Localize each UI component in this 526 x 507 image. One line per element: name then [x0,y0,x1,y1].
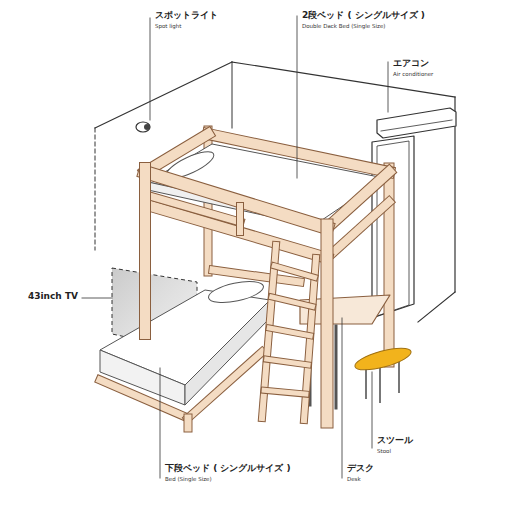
wood-bar-edge [188,352,262,418]
wood-bar-edge [145,134,208,172]
leader-line [82,298,112,299]
wood-bar [145,134,208,172]
wood-bar-edge [327,172,389,228]
wood-bar [274,266,314,278]
wood-bar [267,359,308,365]
wood-bar [272,297,313,307]
leader-line [150,18,151,120]
wood-bar-edge [184,418,193,428]
wood-bar-edge [274,266,314,278]
wood-bar [140,168,150,334]
stool-leg [379,368,381,402]
wall-line [232,62,233,128]
wood-bar-edge [236,206,244,232]
wood-bar-edge [267,359,308,365]
wood-bar [269,328,310,336]
air-conditioner-vent [381,120,452,131]
spotlight-lens [144,124,150,130]
wood-bar-edge [327,202,389,258]
wood-bar-edge [150,196,240,222]
wood-bar [100,380,188,418]
wood-bar [188,352,262,418]
part-name-en: Stool [377,448,391,454]
leader-line [160,368,161,478]
part-name-en: Spot light [155,23,181,29]
leader-line [372,372,373,448]
part-name-en: Bed (Single Size) [165,476,212,482]
wall-line [95,62,232,128]
wood-bar [327,172,389,228]
stool-leg [398,358,400,392]
wood-bar [150,196,240,222]
wood-bar-edge [321,225,334,422]
part-name: スツール [377,436,413,446]
wood-bar-edge [269,328,310,336]
part-name: 2段ベッド ( シングルサイズ ) [302,11,425,21]
wood-bar [322,225,333,422]
part-name-en: Double Dack Bed (Single Size) [302,23,385,29]
desk-leg [335,326,338,408]
wood-bar-edge [272,297,313,307]
part-name: 43inch TV [28,292,78,302]
wall-line [418,292,455,322]
air-conditioner-symbol [377,108,456,138]
wood-bar-edge [139,168,151,334]
wood-bar [185,418,192,428]
leader-line [342,318,343,478]
spotlight-symbol [136,122,150,132]
part-name-en: Desk [347,476,361,482]
wood-bar [327,202,389,258]
stool-seat [353,344,413,374]
part-name: デスク [347,464,374,474]
pillow [207,277,266,306]
leader-line [297,16,298,178]
wood-bar [237,206,243,232]
wood-bar-edge [264,390,306,394]
wall-line [95,128,96,250]
part-name: エアコン [393,59,429,69]
part-name: 下段ベッド ( シングルサイズ ) [165,464,291,474]
wood-bar-edge [100,380,188,418]
part-name-en: Air conditioner [393,71,433,77]
part-name: スポットライト [155,11,218,21]
wood-bar [264,390,306,394]
leader-line [388,62,389,112]
